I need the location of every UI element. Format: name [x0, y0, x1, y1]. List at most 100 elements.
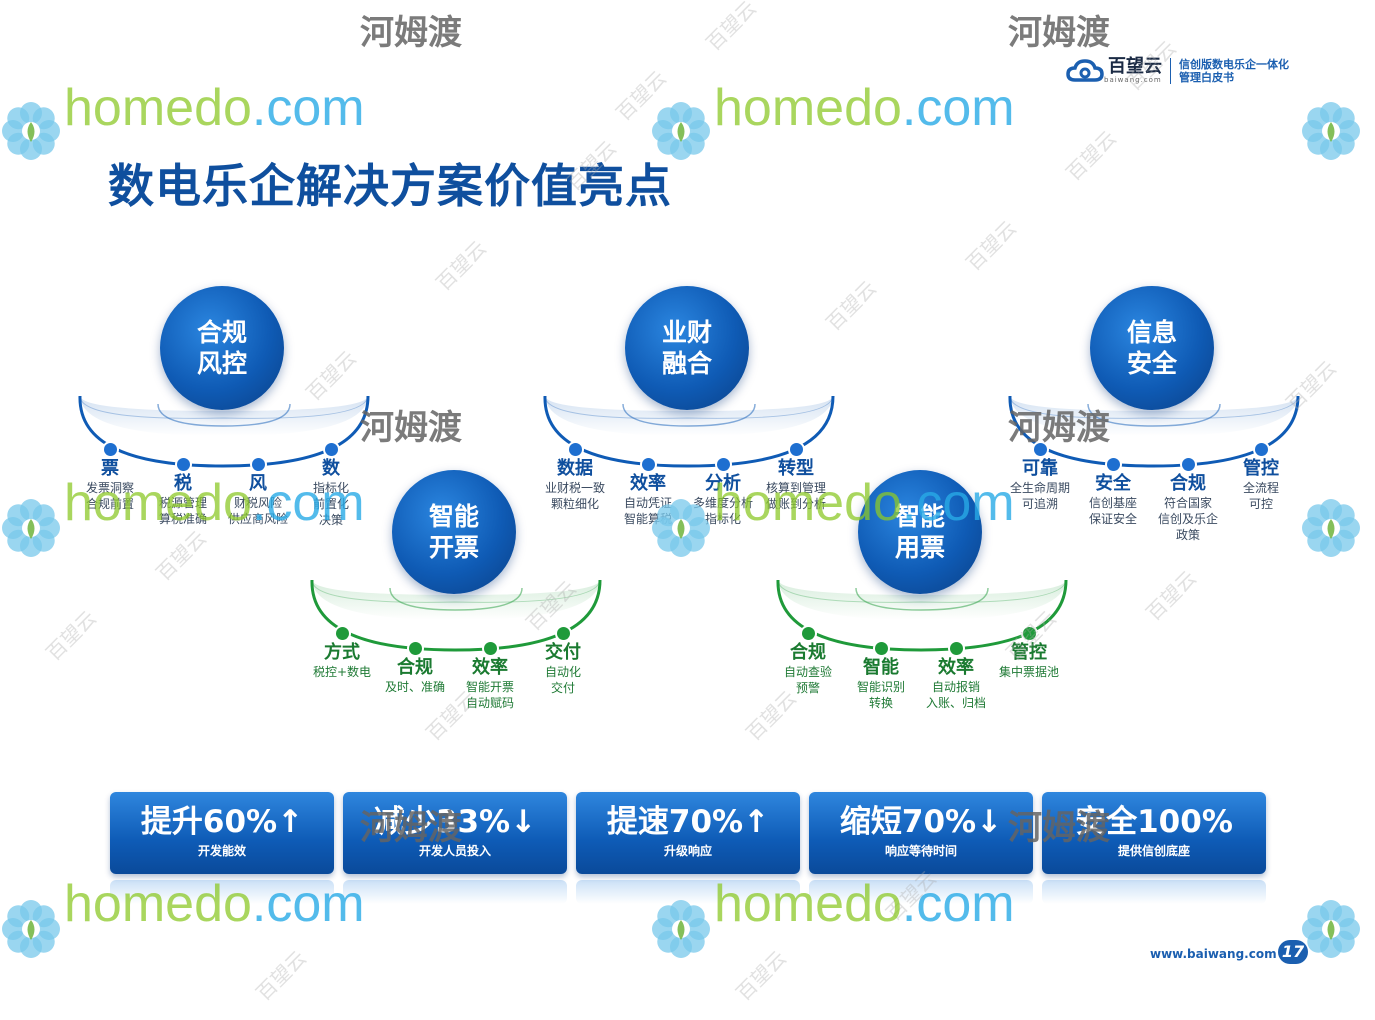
- node-title: 管控: [1011, 642, 1047, 663]
- node-desc: 集中票据池: [998, 665, 1059, 679]
- node-desc: 及时、准确: [384, 680, 445, 694]
- circle-label: 业财: [661, 318, 712, 347]
- node-desc: 自动报销: [931, 680, 980, 694]
- cloud-logo-icon: [1066, 59, 1104, 82]
- node-dot: [335, 627, 349, 640]
- node-1: 可靠全生命周期可追溯: [990, 443, 1090, 512]
- node-dot: [103, 443, 117, 456]
- node-title: 转型: [778, 458, 814, 479]
- hemudu-watermark: 河姆渡: [360, 14, 462, 52]
- faint-watermark: 百望云: [42, 607, 101, 666]
- node-title: 效率: [938, 657, 974, 678]
- node-desc: 保证安全: [1088, 512, 1137, 526]
- faint-watermark: 百望云: [1062, 127, 1121, 186]
- node-desc: 业财税一致: [544, 481, 605, 495]
- circle-label: 智能: [894, 502, 945, 531]
- bowl-arc: [776, 579, 1068, 652]
- node-desc: 做账到分析: [765, 497, 826, 511]
- flower-logo-icon: [2, 102, 60, 160]
- node-desc: 指标化: [312, 481, 349, 495]
- node-title: 合规: [790, 642, 826, 663]
- stat-value: 减少33%↓: [373, 804, 537, 840]
- node-title: 分析: [705, 473, 741, 494]
- node-desc: 交付: [550, 681, 575, 695]
- faint-watermark: 百望云: [252, 947, 311, 1006]
- faint-watermark: 百望云: [732, 947, 791, 1006]
- flower-logo-icon: [1302, 499, 1360, 557]
- stat-label: 提供信创底座: [1117, 844, 1190, 858]
- stat-label: 开发能效: [197, 844, 246, 858]
- stat-value: 缩短70%↓: [839, 804, 1003, 840]
- node-dot: [1106, 458, 1120, 471]
- node-desc: 智能开票: [465, 680, 514, 694]
- circle-label: 用票: [894, 533, 945, 562]
- node-desc: 多维度分析: [692, 496, 753, 510]
- node-title: 方式: [324, 642, 360, 663]
- stat-reflection: [343, 880, 567, 904]
- node-dot: [1254, 443, 1268, 456]
- faint-watermark: 百望云: [1142, 567, 1201, 626]
- node-desc: 智能识别: [856, 680, 905, 694]
- brand-header: 百望云 baiwang.com 信创版数电乐企一体化 管理白皮书: [1066, 58, 1289, 84]
- homedo-watermark: homedo.com: [64, 78, 365, 138]
- node-dot: [1033, 443, 1047, 456]
- node-2: 安全信创基座保证安全: [1063, 458, 1163, 527]
- node-desc: 前置化: [312, 497, 349, 511]
- node-desc: 预警: [795, 681, 820, 695]
- node-desc: 指标化: [704, 512, 741, 526]
- node-desc: 算税准确: [158, 512, 207, 526]
- node-desc: 财税风险: [233, 496, 282, 510]
- node-desc: 自动凭证: [623, 496, 672, 510]
- node-title: 管控: [1243, 458, 1279, 479]
- stat-value: 安全100%: [1075, 804, 1233, 840]
- node-dot: [251, 458, 265, 471]
- brand-divider: [1170, 58, 1171, 84]
- com-text: .com: [251, 79, 365, 137]
- node-2: 合规及时、准确: [365, 642, 465, 695]
- flower-logo-icon: [2, 499, 60, 557]
- node-dot: [408, 642, 422, 655]
- node-title: 安全: [1095, 473, 1131, 494]
- footer-url[interactable]: www.baiwang.com: [1150, 947, 1277, 961]
- circle-label: 安全: [1126, 349, 1177, 378]
- bowl-arc: [310, 579, 602, 652]
- circle-badge: 合规风控: [160, 286, 284, 410]
- node-title: 交付: [545, 642, 581, 663]
- stat-reflection: [1042, 880, 1266, 904]
- circle-badge: 智能开票: [392, 470, 516, 594]
- node-desc: 税源管理: [158, 496, 207, 510]
- node-4: 转型核算到管理做账到分析: [746, 443, 846, 512]
- circle-label: 风控: [196, 349, 247, 378]
- stat-value: 提速70%↑: [606, 804, 770, 840]
- bowl-arc: [543, 395, 835, 468]
- faint-watermark: 百望云: [432, 237, 491, 296]
- stat-card-2: 减少33%↓开发人员投入: [343, 792, 567, 874]
- flower-logo-icon: [1302, 900, 1360, 958]
- node-dot: [949, 642, 963, 655]
- node-desc: 自动查验: [783, 665, 832, 679]
- circle-label: 信息: [1126, 318, 1177, 347]
- node-desc: 全生命周期: [1009, 481, 1070, 495]
- node-dot: [641, 458, 655, 471]
- node-desc: 可追溯: [1021, 497, 1058, 511]
- stat-label: 升级响应: [663, 844, 712, 858]
- node-title: 可靠: [1022, 458, 1058, 479]
- circle-badge: 信息安全: [1090, 286, 1214, 410]
- node-title: 效率: [630, 473, 666, 494]
- node-dot: [176, 458, 190, 471]
- doc-title-line2: 管理白皮书: [1179, 71, 1234, 84]
- flower-logo-icon: [652, 499, 710, 557]
- node-desc: 颗粒细化: [550, 497, 599, 511]
- faint-watermark: 百望云: [702, 0, 761, 56]
- node-desc: 核算到管理: [765, 481, 826, 495]
- node-1: 票发票洞察合规前置: [60, 443, 160, 512]
- node-dot: [556, 627, 570, 640]
- node-4: 数指标化前置化决策: [281, 443, 381, 528]
- node-3: 效率智能开票自动赋码: [440, 642, 540, 711]
- doc-title-line1: 信创版数电乐企一体化: [1179, 58, 1289, 71]
- node-desc: 信创及乐企: [1157, 512, 1218, 526]
- stat-value: 提升60%↑: [140, 804, 304, 840]
- flower-logo-icon: [652, 102, 710, 160]
- node-desc: 合规前置: [85, 497, 134, 511]
- doc-title: 信创版数电乐企一体化 管理白皮书: [1179, 58, 1289, 84]
